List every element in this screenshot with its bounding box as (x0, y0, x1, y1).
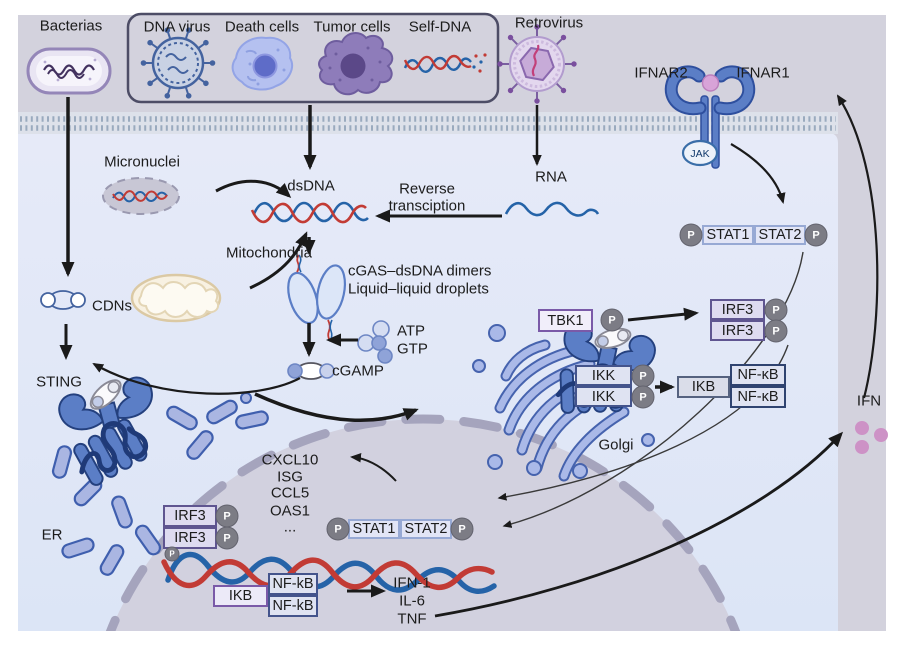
phospho-badge-ikk1: P (631, 364, 655, 388)
dna-virus-illustration (140, 27, 216, 99)
ifn-dots (855, 421, 888, 454)
cgas-label-line1: cGAS–dsDNA dimers (348, 262, 492, 280)
rna-illustration (504, 201, 600, 217)
arrow-stat-to-genes (350, 453, 397, 482)
micronuclei-illustration (102, 177, 180, 215)
plasma-membrane (18, 112, 838, 134)
product-tnf: TNF (397, 610, 427, 628)
arrow-jak-to-stat (730, 143, 786, 204)
phospho-badge-tbk1: P (600, 308, 624, 332)
mitochondria-illustration (130, 273, 222, 323)
bacteria-illustration (26, 47, 112, 95)
pathway-arrows (59, 94, 879, 618)
gene-cxcl10: CXCL10 (261, 451, 319, 469)
cgamp-molecule (287, 362, 335, 380)
sting-label: STING (36, 373, 82, 391)
rna-label: RNA (535, 168, 567, 186)
micronuclei-label: Micronuclei (104, 153, 180, 171)
nfkb-box-cyto-1: NF-κB (730, 364, 786, 386)
tumor-cell-illustration (318, 32, 394, 96)
arrow-cgamp-to-sting (92, 363, 301, 395)
death-cells-label: Death cells (224, 18, 300, 36)
golgi-label: Golgi (598, 436, 634, 454)
ifn-label: IFN (856, 392, 882, 410)
ikb-box-nucleus: IKB (213, 585, 268, 607)
gene-isg: ISG (277, 468, 303, 486)
phospho-badge-irf3n2: P (215, 526, 239, 550)
product-ifn1: IFN-1 (393, 574, 431, 592)
ifnar2-label: IFNAR2 (634, 64, 688, 82)
atp-label: ATP (397, 322, 426, 340)
bacterias-label: Bacterias (39, 17, 103, 35)
phospho-badge-statn-right: P (450, 517, 474, 541)
gene-ccl5: CCL5 (270, 484, 310, 502)
phospho-badge-statc-right: P (804, 223, 828, 247)
retrovirus-illustration (497, 24, 577, 104)
ikk-box-2: IKK (575, 386, 632, 407)
phospho-badge-irf3c2: P (764, 319, 788, 343)
cgamp-label: cGAMP (332, 362, 384, 380)
nfkb-box-cyto-2: NF-κB (730, 386, 786, 408)
jak-oval (681, 139, 719, 167)
arrow-stat-nuclear-import (502, 251, 804, 528)
ikk-box-1: IKK (575, 365, 632, 386)
arrow-micronuclei-to-dsdna (215, 179, 292, 199)
jak-label: JAK (690, 148, 709, 160)
phospho-badge-irf3n-small: P (164, 546, 180, 562)
tbk1-box: TBK1 (538, 309, 593, 332)
self-dna-illustration (403, 53, 487, 73)
mitochondria-label: Mitochondria (226, 244, 312, 262)
danger-signals-panel-box (126, 12, 500, 104)
arrow-mitochondria-to-dsdna (249, 231, 308, 290)
ikb-box-cyto: IKB (677, 376, 730, 398)
irf3-box-cyto-2: IRF3 (710, 320, 765, 341)
gene-more: ... (283, 518, 297, 536)
gene-oas1: OAS1 (269, 502, 311, 520)
stat1-box-nucleus: STAT1 (348, 519, 400, 539)
phospho-badge-statn-left: P (326, 517, 350, 541)
death-cell-illustration (231, 36, 294, 91)
cgas-dimer-illustration (287, 254, 346, 342)
nfkb-box-nucleus-2: NF-kB (268, 595, 318, 617)
nfkb-box-nucleus-1: NF-kB (268, 573, 318, 595)
atp-gtp-cluster (357, 320, 393, 364)
dsdna-illustration (250, 201, 369, 224)
arrow-tbk1-to-irf3 (627, 307, 699, 322)
self-dna-label: Self-DNA (408, 18, 472, 36)
ifnar1-label: IFNAR1 (736, 64, 790, 82)
stat2-box-cyto: STAT2 (754, 225, 806, 245)
arrow-sting-to-golgi (254, 392, 419, 423)
arrow-ifn-feedback-to-receptor (836, 94, 879, 399)
gtp-label: GTP (397, 340, 428, 358)
phospho-badge-ikk2: P (631, 385, 655, 409)
ifnar-receptor-illustration: JAK (664, 65, 756, 169)
er-label: ER (41, 526, 63, 544)
phospho-badge-irf3n1: P (215, 504, 239, 528)
arrow-products-to-ifn (434, 431, 844, 618)
cgas-label-line2: Liquid–liquid droplets (348, 280, 489, 298)
phospho-badge-statc-left: P (679, 223, 703, 247)
ifn-ligand-dot (701, 74, 720, 92)
cdns-molecule (40, 290, 86, 310)
irf3-box-nucleus-1: IRF3 (163, 505, 217, 527)
phospho-badge-irf3c1: P (764, 298, 788, 322)
stat2-box-nucleus: STAT2 (400, 519, 452, 539)
irf3-box-cyto-1: IRF3 (710, 299, 765, 320)
tumor-cells-label: Tumor cells (313, 18, 391, 36)
dna-virus-label: DNA virus (143, 18, 211, 36)
stat1-box-cyto: STAT1 (702, 225, 754, 245)
nucleus-dna-illustration (161, 551, 497, 594)
cdns-label: CDNs (92, 297, 132, 315)
product-il6: IL-6 (399, 592, 425, 610)
retrovirus-label: Retrovirus (514, 14, 584, 32)
dsdna-label: dsDNA (287, 177, 335, 195)
reverse-label-line1: Reverse (399, 180, 455, 198)
reverse-label-line2: transciption (388, 197, 466, 215)
